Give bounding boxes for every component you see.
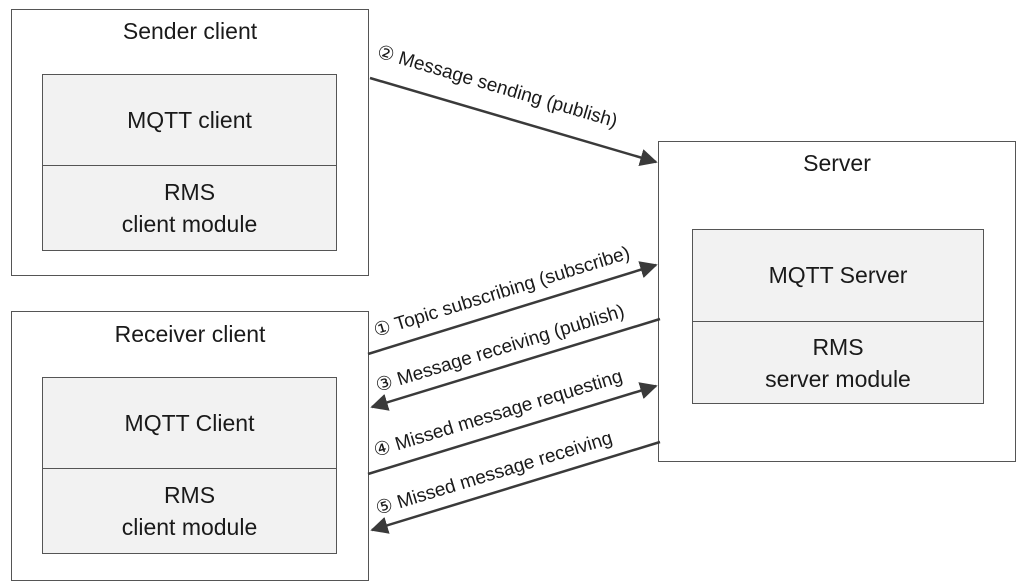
receiver-rms-label-line1: RMS: [163, 482, 216, 508]
server-mqtt-server-label: MQTT Server: [768, 262, 908, 288]
server-title: Server: [803, 150, 871, 176]
sender-client-box: Sender client MQTT client RMS client mod…: [11, 9, 369, 276]
server-module-divider: [693, 321, 983, 322]
server-module-stack: MQTT Server RMS server module: [692, 229, 984, 404]
arrow-missed-message-receiving: [370, 440, 661, 534]
receiver-mqtt-client-label: MQTT Client: [124, 410, 255, 436]
arrow-message-sending: [369, 76, 658, 166]
server-rms-label-line2: server module: [765, 366, 911, 392]
receiver-client-title: Receiver client: [114, 321, 266, 347]
receiver-module-divider: [43, 468, 336, 469]
sender-rms-label-line2: client module: [121, 211, 258, 237]
arrow-message-receiving: [370, 317, 661, 411]
sender-client-title: Sender client: [122, 18, 258, 44]
sender-module-divider: [43, 165, 336, 166]
arrow-missed-message-requesting: [367, 382, 658, 476]
receiver-rms-label-line2: client module: [121, 514, 258, 540]
sender-rms-label-line1: RMS: [163, 179, 216, 205]
arrow-label-message-sending: ② Message sending (publish): [375, 42, 620, 133]
server-rms-label-line1: RMS: [812, 334, 864, 360]
receiver-client-box: Receiver client MQTT Client RMS client m…: [11, 311, 369, 581]
sender-mqtt-client-label: MQTT client: [127, 107, 252, 133]
server-box: Server MQTT Server RMS server module: [658, 141, 1016, 462]
arrow-topic-subscribing: [367, 261, 658, 356]
receiver-module-stack: MQTT Client RMS client module: [42, 377, 337, 554]
sender-module-stack: MQTT client RMS client module: [42, 74, 337, 251]
